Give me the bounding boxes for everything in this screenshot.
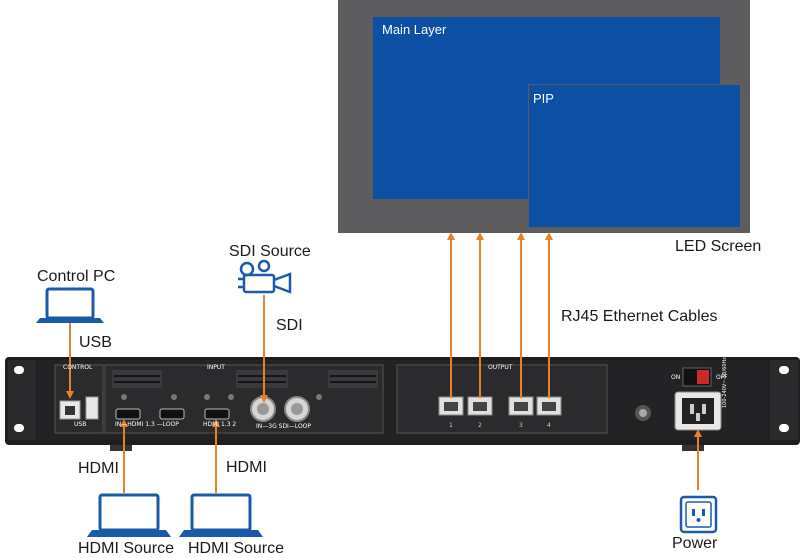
power-outlet-icon (679, 495, 718, 534)
power-label: Power (672, 535, 718, 552)
hdmi-source-label-2: HDMI Source (188, 540, 285, 557)
laptop-icon (36, 287, 104, 323)
hdmi-in-label: IN—HDMI 1.3 —LOOP (115, 421, 179, 428)
port-number: 1 (449, 422, 453, 429)
port-number: 4 (547, 422, 551, 429)
pip-label: PIP (533, 91, 554, 106)
video-processor-device (5, 357, 800, 451)
sdi-source-label: SDI Source (229, 243, 311, 260)
hdmi-label-2: HDMI (226, 459, 267, 476)
power-spec-label: 100-240V~ 50/60Hz 1.5A (722, 344, 728, 408)
switch-off-label: OFF (716, 374, 728, 381)
hdmi-source-label-1: HDMI Source (78, 540, 175, 557)
port-number: 2 (478, 422, 482, 429)
rj45-cables-label: RJ45 Ethernet Cables (561, 308, 718, 325)
camera-icon (238, 259, 292, 294)
hdmi-label-1: HDMI (78, 460, 119, 477)
laptop-icon (179, 493, 263, 537)
switch-on-label: ON (671, 374, 681, 381)
main-layer-label: Main Layer (382, 22, 447, 37)
led-screen-label: LED Screen (675, 238, 762, 255)
sdi-port-label: IN—3G SDI—LOOP (256, 423, 312, 430)
sdi-label: SDI (276, 317, 303, 334)
usb-port-label: USB (74, 421, 87, 428)
output-panel-label: OUTPUT (488, 364, 513, 371)
usb-label: USB (79, 334, 112, 351)
control-panel-label: CONTROL (63, 364, 93, 371)
port-number: 3 (519, 422, 523, 429)
pip-layer: PIP (528, 84, 740, 227)
laptop-icon (87, 493, 171, 537)
control-pc-label: Control PC (37, 268, 116, 285)
input-panel-label: INPUT (207, 364, 225, 371)
hdmi2-label: HDMI 1.3 2 (203, 421, 237, 428)
